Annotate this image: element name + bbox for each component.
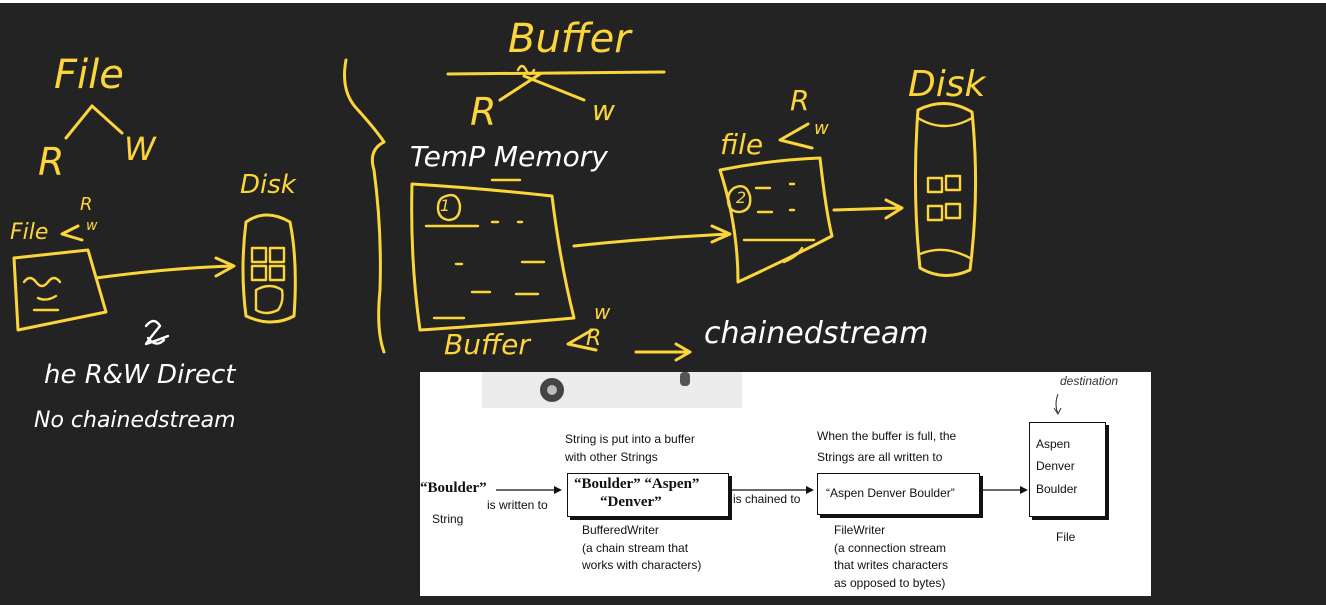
filewriter-caption-2: Strings are all written to [817, 450, 943, 464]
filewriter-desc-3: as opposed to bytes) [834, 576, 946, 590]
buffer-branch-write: w [592, 94, 615, 127]
buffer-caption-2: with other Strings [565, 450, 658, 464]
file-mode-read: R [790, 84, 810, 117]
file-to-disk-arrowhead [214, 256, 236, 278]
top-border [0, 0, 1326, 3]
filewriter-desc-1: (a connection stream [834, 541, 947, 555]
file-sheet [718, 156, 834, 284]
is-written-to-label: is written to [487, 498, 548, 512]
file-label: file [720, 128, 764, 161]
file-branch-write: W [124, 130, 156, 168]
circle-one-number: 1 [440, 196, 451, 215]
big-disk-blocks [926, 174, 962, 222]
file-tree-branch-left [64, 104, 94, 140]
file-item-2: Denver [1036, 459, 1075, 473]
big-disk-cylinder [913, 102, 978, 277]
file-branch-read: R [38, 140, 65, 184]
destination-label: destination [1060, 374, 1119, 388]
bufferedwriter-desc-1: (a chain stream that [582, 541, 689, 555]
buffer-mode-read: R [586, 326, 602, 351]
big-disk-bottom-ellipse [918, 248, 972, 260]
is-chained-to-label: is chained to [733, 492, 801, 506]
file-mode-bracket-right [778, 122, 814, 150]
buffer-mode-bracket [566, 328, 598, 352]
filewriter-type: FileWriter [834, 523, 886, 537]
destination-pointer [1053, 393, 1062, 415]
filewriter-caption-1: When the buffer is full, the [817, 429, 957, 443]
buffer-caption-1: String is put into a buffer [565, 432, 695, 446]
file-tree-branch-right [90, 104, 124, 135]
small-disk-label: Disk [240, 170, 296, 200]
buffer-tree-squiggle [516, 64, 536, 76]
chained-stream-label: chainedstream [704, 316, 929, 351]
file-to-big-disk-arrowhead [884, 198, 904, 220]
section-divider-brace [343, 58, 386, 354]
file-item-1: Aspen [1036, 437, 1071, 451]
file-type: File [1056, 530, 1076, 544]
buffer-box-line2: “Denver” [600, 494, 662, 510]
small-disk-cylinder [241, 213, 297, 324]
buffer-tree-branch-left [498, 72, 542, 102]
file-title: File [54, 52, 124, 98]
small-file-label: File [10, 220, 49, 245]
big-disk-top-ellipse [916, 116, 974, 128]
small-disk-blocks [250, 246, 286, 315]
file-mode-bracket [60, 224, 84, 242]
buffer-box-line1: “Boulder” “Aspen” [574, 476, 700, 492]
buffer-tree-branch-right [522, 74, 586, 102]
small-file-mode-read: R [80, 194, 93, 215]
buffered-writer-diagram: destination “Boulder” String is written … [420, 372, 1151, 596]
buffer-mode-write: w [594, 300, 611, 324]
buffer-title: Buffer [508, 16, 631, 62]
buffer-tree-bar [446, 70, 666, 76]
filewriter-box-text: “Aspen Denver Boulder” [826, 486, 955, 500]
direct-note-line1: he R&W Direct [44, 360, 236, 390]
buffer-to-file-arrowhead [710, 224, 732, 244]
circle-two-number: 2 [736, 188, 747, 207]
temp-memory-sheet [410, 182, 576, 332]
destination-file-box: Aspen Denver Boulder [1029, 422, 1106, 517]
chained-arrowhead [674, 342, 692, 362]
file-to-big-disk-arrow [832, 206, 902, 212]
file-to-disk-arrow [94, 264, 234, 280]
small-file-scribble [22, 276, 62, 312]
file-mode-write: w [814, 118, 829, 139]
crossed-out-scribble [144, 319, 170, 346]
direct-note-line2: No chainedstream [34, 408, 236, 433]
file-item-3: Boulder [1036, 482, 1078, 496]
source-type: String [432, 512, 464, 526]
circle-two-ring [726, 185, 752, 214]
temp-memory-label: TemP Memory [410, 140, 608, 173]
bufferedwriter-box: “Boulder” “Aspen” “Denver” [567, 473, 729, 517]
big-disk-label: Disk [908, 64, 986, 105]
cropped-image-fragment [482, 372, 742, 408]
buffer-to-file-arrow [572, 232, 730, 248]
bufferedwriter-type: BufferedWriter [582, 523, 659, 537]
temp-memory-lines [424, 220, 546, 320]
file-sheet-lines [742, 182, 816, 264]
buffer-label: Buffer [444, 328, 530, 361]
small-file-mode-write: w [86, 218, 98, 234]
bufferedwriter-desc-2: works with characters) [582, 558, 702, 572]
diagram-arrows [482, 372, 1062, 494]
small-file-sheet [12, 248, 108, 332]
source-string: “Boulder” [420, 480, 487, 496]
buffer-branch-read: R [470, 90, 497, 134]
circle-one-ring [436, 193, 462, 222]
cropped-wheel-right [680, 372, 690, 386]
filewriter-box: “Aspen Denver Boulder” [817, 473, 980, 515]
filewriter-desc-2: that writes characters [834, 558, 949, 572]
